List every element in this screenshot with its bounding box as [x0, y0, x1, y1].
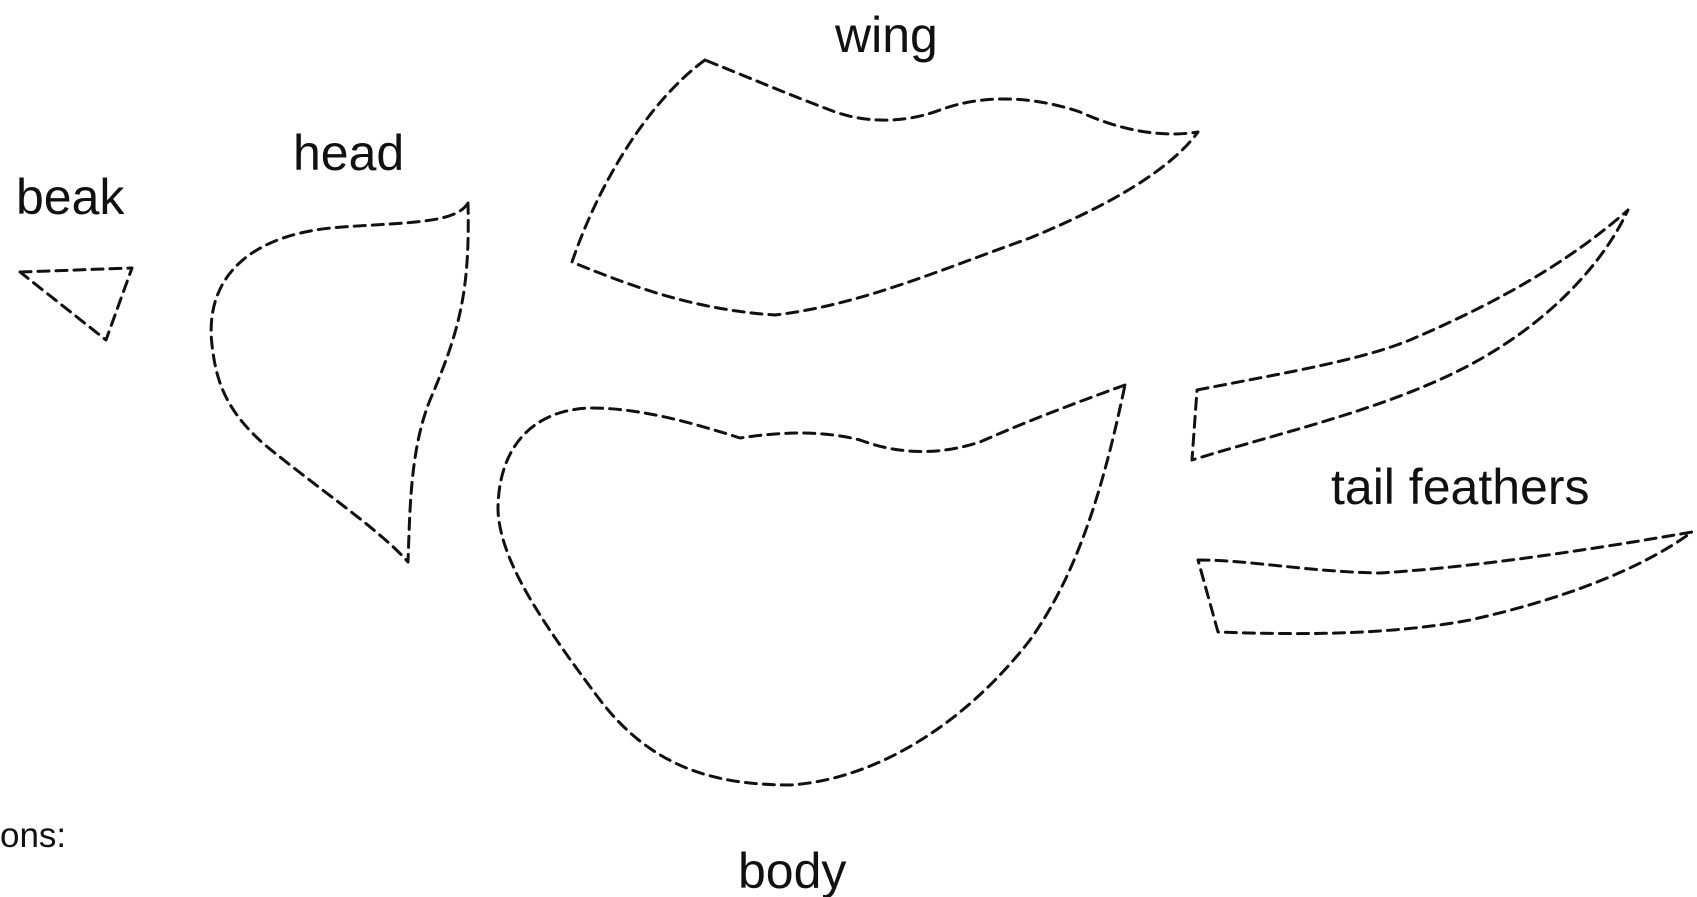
wing-cutout-outline [572, 60, 1198, 315]
lower-tail-feather-outline [1198, 532, 1692, 634]
upper-tail-feather-outline [1192, 210, 1628, 460]
beak-label: beak [16, 172, 124, 222]
head-label: head [293, 128, 404, 178]
body-cutout-outline [498, 385, 1125, 785]
body-label: body [738, 846, 846, 896]
wing-label: wing [835, 10, 938, 60]
tail-feathers-label: tail feathers [1331, 462, 1589, 512]
head-cutout-outline [211, 203, 468, 562]
instructions-fragment-label: ons: [0, 818, 66, 853]
beak-cutout-outline [20, 268, 132, 340]
